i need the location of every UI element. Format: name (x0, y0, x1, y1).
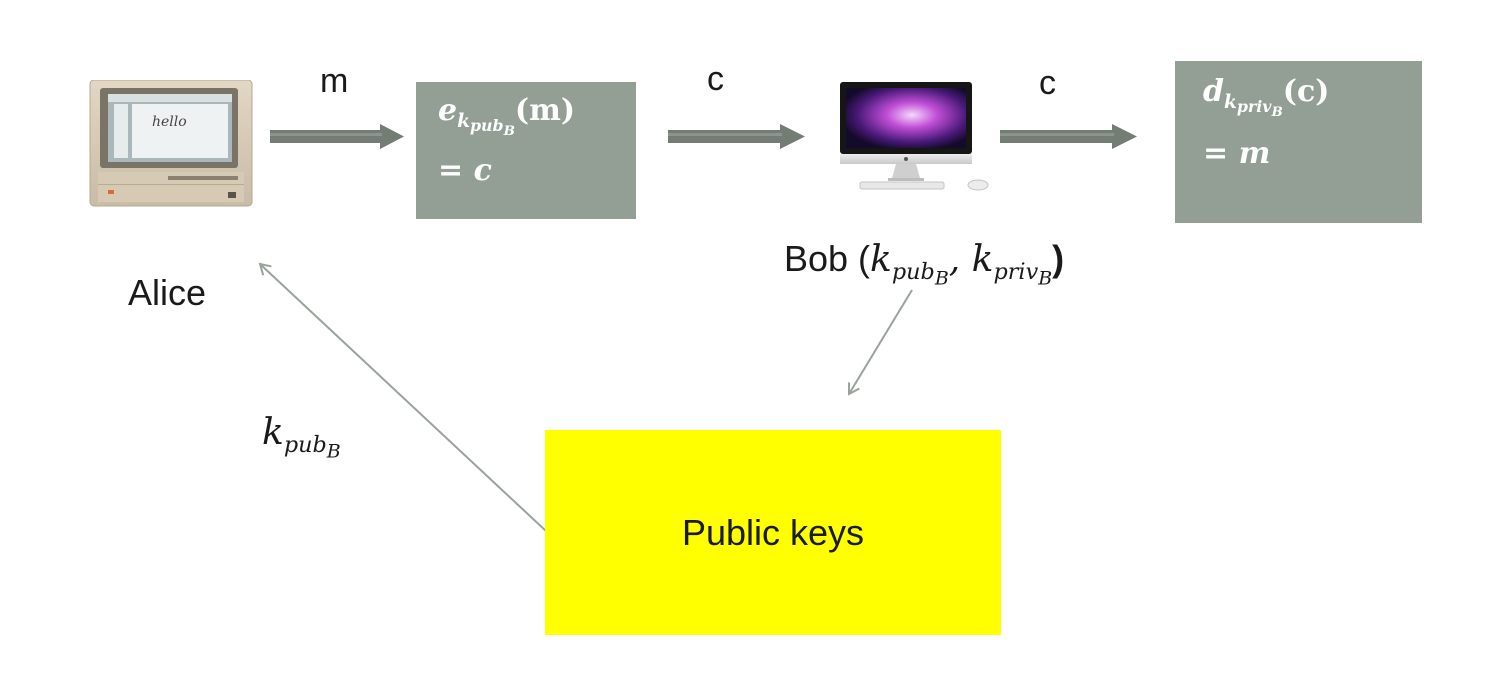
encrypt-formula-line1: ekpubB(m) (438, 96, 575, 139)
arrow-bob-to-public-keys (847, 289, 913, 396)
decrypt-argument: (c) (1282, 74, 1330, 109)
decrypt-key-priv: priv (1236, 97, 1272, 117)
encrypt-key-symbol: k (457, 110, 470, 132)
bob-label-prefix: Bob ( (784, 238, 871, 279)
bob-key-separator: , (948, 239, 972, 280)
public-keys-box: Public keys (545, 430, 1001, 635)
edge-label-alice-to-encrypt: m (320, 62, 349, 100)
arrow-alice-to-encrypt (270, 124, 404, 149)
decrypt-function-symbol: d (1203, 74, 1224, 109)
bob-label: Bob (kpubB, kprivB) (784, 238, 1064, 289)
alice-computer-icon: hello (88, 79, 254, 210)
bob-computer-icon (838, 82, 998, 194)
alice-label: Alice (128, 272, 207, 313)
bob-label-suffix: ) (1052, 238, 1065, 279)
arrow-public-keys-to-alice (258, 262, 547, 532)
encrypt-key-pub: pub (469, 116, 504, 136)
alice-screen-text: hello (152, 114, 187, 130)
decrypt-key-owner: B (1271, 104, 1283, 121)
encrypt-box: ekpubB(m) = c (416, 82, 636, 219)
arrow-bob-to-decrypt (1000, 124, 1137, 149)
decrypt-formula-line2: = m (1203, 136, 1271, 171)
encrypt-argument: (m) (514, 93, 576, 128)
arrow-encrypt-to-bob (668, 124, 805, 149)
decrypt-key-symbol: k (1223, 91, 1237, 113)
edge-label-encrypt-to-bob: c (707, 60, 724, 98)
bob-public-key: kpubB (870, 239, 949, 290)
decrypt-box: dkprivB(c) = m (1175, 61, 1422, 223)
encrypt-function-symbol: e (438, 93, 458, 128)
public-keys-label: Public keys (681, 511, 865, 553)
encrypt-formula-line2: = c (438, 153, 492, 188)
edge-label-bob-to-decrypt: c (1039, 64, 1056, 102)
decrypt-formula-line1: dkprivB(c) (1203, 77, 1329, 120)
encrypt-key-owner: B (503, 123, 515, 140)
edge-label-public-key: kpubB (262, 412, 341, 463)
bob-private-key: kprivB (971, 239, 1053, 290)
